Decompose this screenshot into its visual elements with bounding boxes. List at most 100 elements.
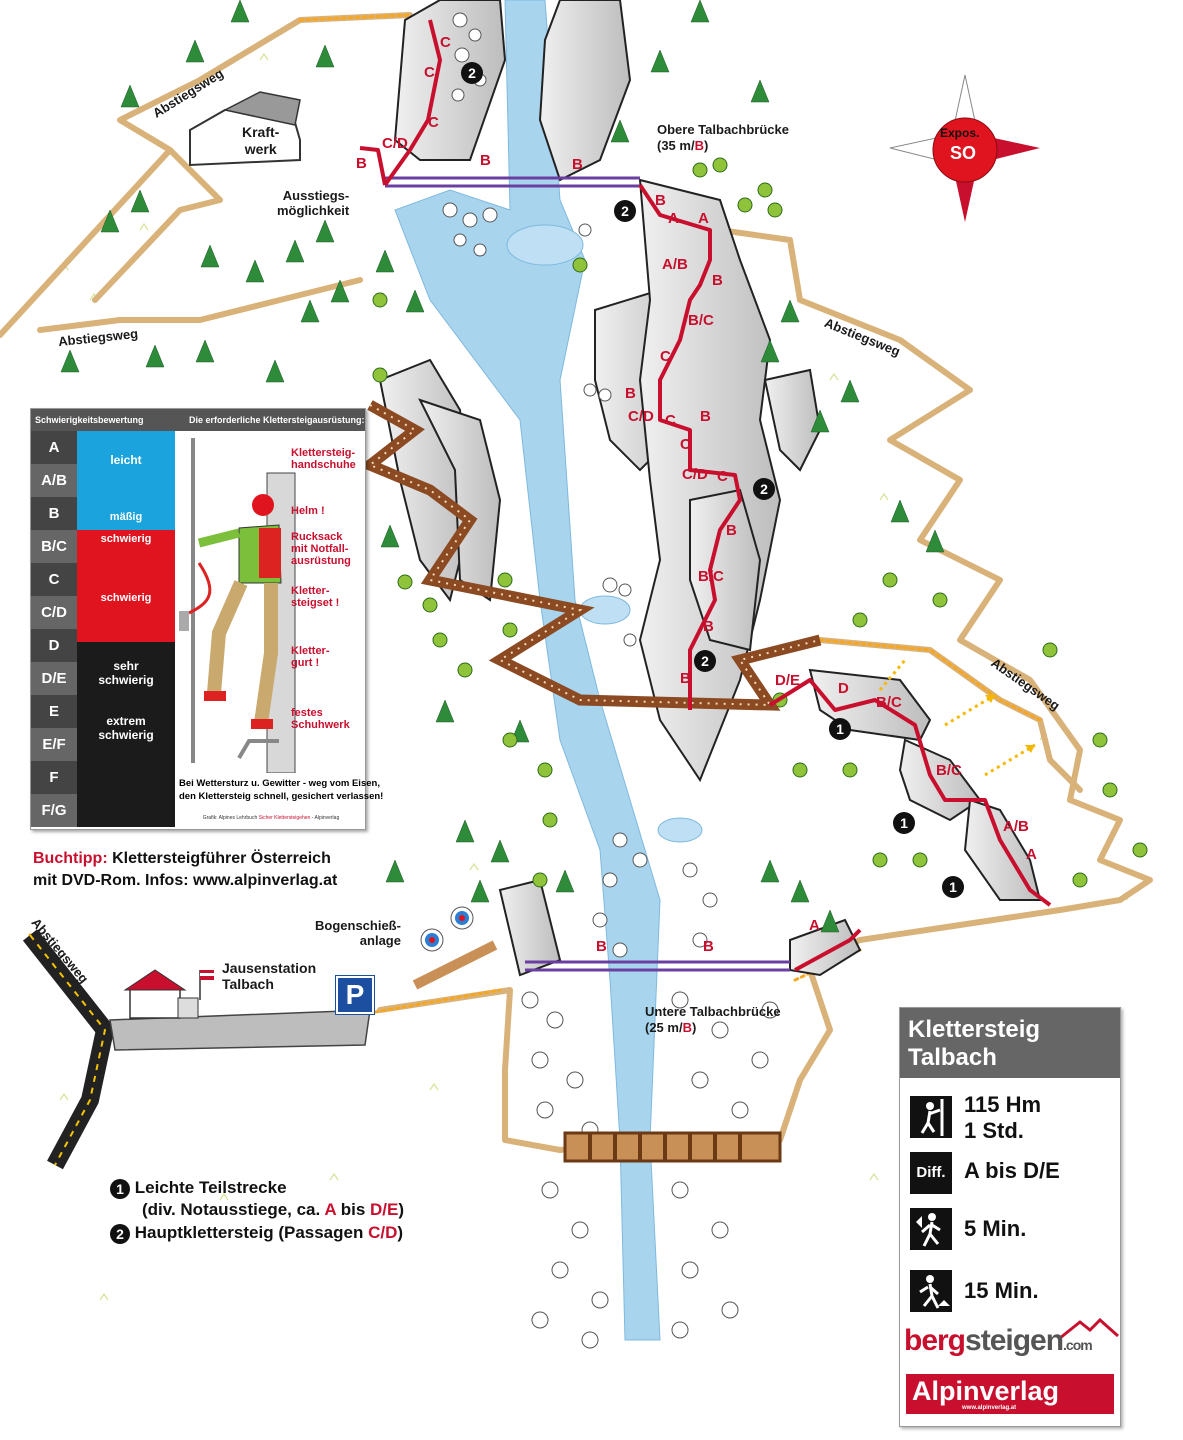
grade-label: C [440, 34, 451, 51]
compass-icon [889, 74, 1040, 222]
grade-label: B [655, 192, 666, 209]
route-number-marker: 2 [753, 478, 775, 500]
equipment-gloves: Klettersteig- handschuhe [291, 447, 356, 471]
book-tip: Buchtipp: Klettersteigführer Österreich … [33, 850, 338, 889]
grade-cell: B/C [31, 530, 77, 563]
equipment-backpack: Rucksack mit Notfall- ausrüstung [291, 531, 351, 567]
route-number-marker: 1 [893, 812, 915, 834]
exit-arrows [878, 659, 1036, 777]
grade-label: D/E [775, 672, 801, 689]
boulder-field [442, 12, 779, 1349]
grade-label: B [625, 385, 636, 402]
route-number-marker: 2 [461, 62, 483, 84]
grade-cell: B [31, 497, 77, 530]
climber-icon [910, 1096, 952, 1138]
route-number-marker: 1 [942, 876, 964, 898]
compass-expos-label: Expos. [940, 126, 980, 140]
hiker-descent-icon [910, 1270, 952, 1312]
grade-label: B [680, 670, 691, 687]
power-plant-building [189, 91, 301, 167]
route-number-marker: 2 [694, 650, 716, 672]
grade-label: B [703, 938, 714, 955]
inn-building [123, 969, 214, 1019]
category-bg-very-hard [77, 642, 175, 827]
grade-label: B/C [698, 568, 724, 585]
grade-cell: A/B [31, 464, 77, 497]
grade-label: A [698, 210, 709, 227]
grade-label: B/C [936, 762, 962, 779]
climber-illustration [179, 438, 296, 773]
category-label: schwierig [100, 533, 152, 545]
grade-label: B [596, 938, 607, 955]
grade-label: A [668, 210, 679, 227]
gorge-rocks [238, 0, 1042, 977]
grade-label: C [660, 348, 671, 365]
grade-label: A [1026, 846, 1037, 863]
legend-number-2: 2 [110, 1223, 130, 1244]
archery-targets-icon [420, 906, 474, 952]
difficulty-range: A bis D/E [964, 1158, 1060, 1183]
approach-time: 5 Min. [964, 1216, 1027, 1241]
grade-label: B [700, 408, 711, 425]
route-number-marker: 2 [614, 200, 636, 222]
bushes [372, 157, 1148, 888]
category-label: mäßig [109, 511, 143, 523]
compass-direction-label: SO [950, 143, 977, 163]
difficulty-panel: Schwierigkeitsbewertung Die erforderlich… [30, 408, 383, 830]
lower-wooden-bridge [563, 1131, 782, 1163]
grade-cell: E/F [31, 728, 77, 761]
grade-cell: D/E [31, 662, 77, 695]
category-label: extrem schwierig [98, 714, 154, 742]
grade-label: B [703, 618, 714, 635]
boardwalk [359, 400, 822, 711]
grade-cell: C/D [31, 596, 77, 629]
grade-label: A/B [662, 256, 688, 273]
grade-label: C/D [628, 408, 654, 425]
exit-option-label: Ausstiegs- möglichkeit [277, 188, 350, 218]
category-label: schwierig [100, 592, 152, 604]
route-title: Klettersteig Talbach [900, 1008, 1120, 1078]
grade-label: C [717, 468, 728, 485]
grade-label: B/C [688, 312, 714, 329]
parking-area [109, 1009, 371, 1051]
grade-label: B/C [876, 694, 902, 711]
grade-cell: F [31, 761, 77, 794]
lower-suspension-bridge [525, 960, 790, 972]
equipment-helmet: Helm ! [291, 505, 325, 517]
grade-label: C/D [682, 466, 708, 483]
grade-cell: E [31, 695, 77, 728]
descent-time: 15 Min. [964, 1278, 1039, 1303]
grade-label: B [572, 156, 583, 173]
upper-bridge-label: Obere Talbachbrücke (35 m/B) [657, 122, 789, 153]
legend-number-1: 1 [110, 1178, 130, 1199]
grade-label: A/B [1003, 818, 1029, 835]
grade-label: C [424, 64, 435, 81]
equipment-harness: Kletter- gurt ! [291, 645, 330, 669]
info-panel: Klettersteig Talbach 115 Hm 1 Std. Diff.… [899, 1007, 1121, 1427]
river [394, 0, 703, 1341]
stairs [412, 940, 498, 990]
climbing-routes [359, 19, 1052, 972]
grade-label: D [838, 680, 849, 697]
equipment-via-ferrata-set: Kletter- steigset ! [291, 585, 340, 609]
height-gain: 115 Hm [964, 1092, 1042, 1117]
hiker-approach-icon [910, 1208, 952, 1250]
grade-cell: F/G [31, 794, 77, 827]
difficulty-panel-header: Schwierigkeitsbewertung Die erforderlich… [31, 409, 365, 431]
difficulty-icon: Diff. [910, 1152, 952, 1194]
grade-label: C [680, 436, 691, 453]
category-label: sehr schwierig [98, 659, 154, 687]
grade-label: C [665, 412, 676, 429]
upper-suspension-bridge [385, 176, 640, 188]
graphic-credit: Grafik: Alpines Lehrbuch Sicher Kletters… [202, 815, 340, 821]
grade-label: B [356, 155, 367, 172]
grade-label: B [726, 522, 737, 539]
alpinverlag-logo: Alpinverlag www.alpinverlag.at [906, 1374, 1114, 1414]
archery-label: Bogenschieß- anlage [315, 918, 401, 948]
grade-cell: C [31, 563, 77, 596]
duration: 1 Std. [964, 1118, 1024, 1143]
category-bg-easy [77, 431, 175, 530]
legend-item-2: 2 Hauptklettersteig (Passagen C/D) [110, 1222, 403, 1244]
category-bg-hard [77, 530, 175, 642]
